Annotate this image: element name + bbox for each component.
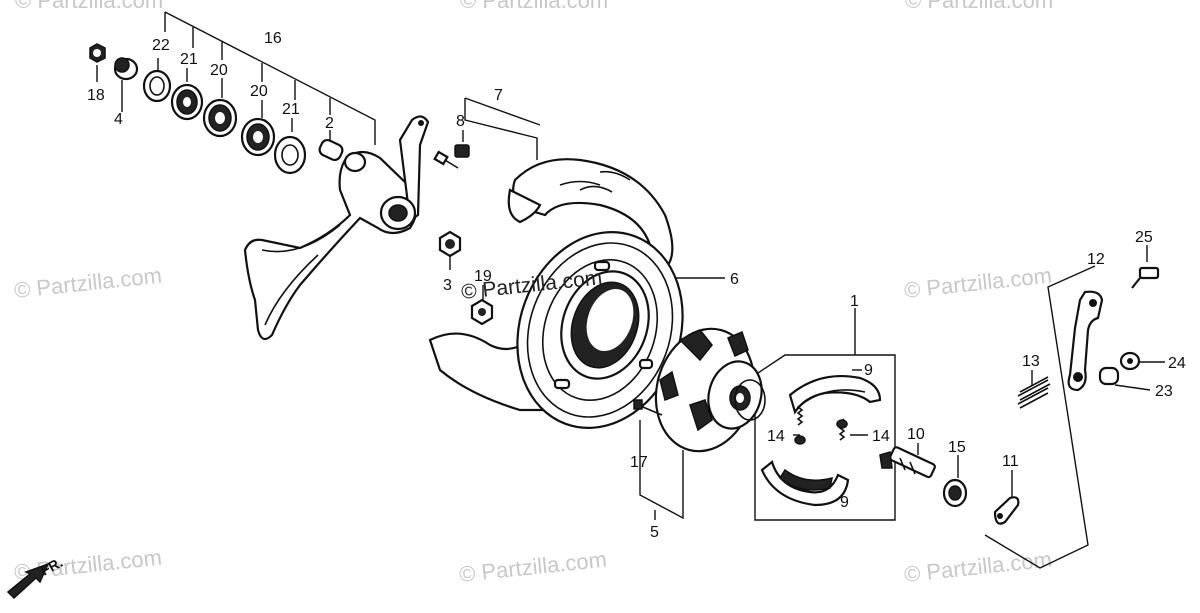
callout-8: 8 <box>456 113 465 130</box>
callout-14-right: 14 <box>872 428 890 445</box>
watermark: © Partzilla.com <box>458 547 608 587</box>
watermark: © Partzilla.com <box>15 0 163 13</box>
watermark: © Partzilla.com <box>13 263 163 303</box>
bolt-part-17 <box>633 399 663 416</box>
valve-part-8 <box>433 144 470 169</box>
bearing-part-21-lower <box>273 135 307 175</box>
bearing-part-21-upper <box>170 83 204 121</box>
callout-21-upper: 21 <box>180 51 198 68</box>
callout-21-lower: 21 <box>282 101 300 118</box>
watermark: © Partzilla.com <box>903 547 1053 587</box>
callout-23: 23 <box>1155 383 1173 400</box>
callout-20-upper: 20 <box>210 62 228 79</box>
callout-3: 3 <box>443 277 452 294</box>
spring-part-14-right <box>836 418 848 441</box>
swing-arm-part <box>243 115 430 341</box>
callout-24: 24 <box>1168 355 1186 372</box>
seal-part-15 <box>942 478 968 508</box>
callout-12: 12 <box>1087 251 1105 268</box>
callout-20-lower: 20 <box>250 83 268 100</box>
callout-1: 1 <box>850 293 859 310</box>
brake-shoe-part-9-lower <box>760 460 850 507</box>
bolt-part-25 <box>1131 266 1160 289</box>
callout-13: 13 <box>1022 353 1040 370</box>
bearing-part-20-lower <box>240 117 276 157</box>
callout-9-lower: 9 <box>840 494 849 511</box>
callout-6: 6 <box>730 271 739 288</box>
spring-part-14-left <box>794 403 806 445</box>
brake-cam-part-10 <box>879 446 936 479</box>
spacer-part-2 <box>318 138 344 162</box>
bearing-part-20-upper <box>202 98 238 138</box>
indicator-plate-part-11 <box>993 496 1020 525</box>
parts-layer <box>6 43 1160 600</box>
nut-part-24 <box>1119 351 1141 371</box>
callout-22: 22 <box>152 37 170 54</box>
callout-9-upper: 9 <box>864 362 873 379</box>
callout-18: 18 <box>87 87 105 104</box>
callout-11: 11 <box>1002 453 1019 470</box>
callout-14-left: 14 <box>767 428 785 445</box>
callout-2: 2 <box>325 115 334 132</box>
spring-part-13 <box>1017 376 1051 409</box>
callout-25: 25 <box>1135 229 1153 246</box>
watermark: © Partzilla.com <box>903 263 1053 303</box>
brake-drum-part-5 <box>654 327 766 453</box>
nut-part-3 <box>438 230 462 258</box>
brake-arm-part-12 <box>1067 290 1104 392</box>
collar-part-4 <box>113 57 139 81</box>
callout-16: 16 <box>264 30 282 47</box>
callout-7: 7 <box>494 87 503 104</box>
callout-5: 5 <box>650 524 659 541</box>
callout-10: 10 <box>907 426 925 443</box>
front-arrow-icon <box>6 562 50 600</box>
watermark: © Partzilla.com <box>460 0 608 13</box>
callout-4: 4 <box>114 111 123 128</box>
callout-17: 17 <box>630 454 648 471</box>
nut-part-18 <box>89 43 106 63</box>
callout-layer: 1 2 3 4 5 6 7 8 9 9 10 11 12 13 14 14 15… <box>87 30 1186 541</box>
brake-shoe-part-9-upper <box>788 374 882 415</box>
watermark: © Partzilla.com <box>905 0 1053 13</box>
seal-part-22 <box>142 69 172 103</box>
callout-19: 19 <box>474 268 492 285</box>
leader-lines <box>96 11 1165 569</box>
wheel-rim-part-6 <box>516 231 684 429</box>
collar-part-23 <box>1098 366 1120 386</box>
callout-15: 15 <box>948 439 966 456</box>
nut-part-19 <box>470 298 494 326</box>
